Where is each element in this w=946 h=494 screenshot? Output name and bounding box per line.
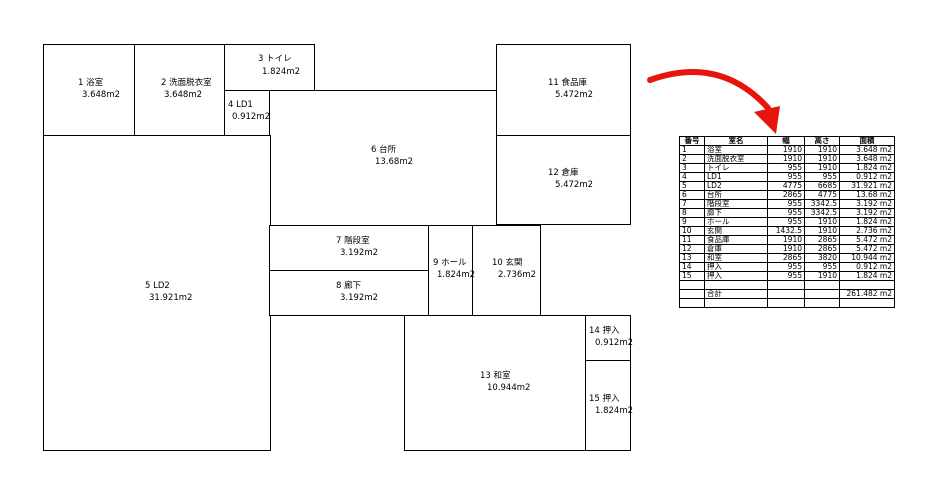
room-2 [134, 44, 225, 136]
cell-width: 955 [767, 271, 805, 281]
room-area-13: 10.944m2 [487, 383, 531, 393]
room-5 [43, 135, 271, 451]
room-area-15: 1.824m2 [595, 406, 634, 416]
room-area-9: 1.824m2 [437, 270, 476, 280]
room-label-11: 11 食品庫 [548, 78, 588, 88]
room-label-12: 12 倉庫 [548, 168, 579, 178]
room-area-10: 2.736m2 [498, 270, 537, 280]
room-area-4: 0.912m2 [232, 112, 271, 122]
room-label-8: 8 廊下 [336, 281, 362, 291]
room-label-1: 1 浴室 [78, 78, 104, 88]
cell-height: 1910 [804, 271, 840, 281]
room-label-15: 15 押入 [589, 394, 620, 404]
room-area-6: 13.68m2 [375, 157, 414, 167]
room-label-5: 5 LD2 [145, 281, 170, 291]
room-12 [496, 135, 631, 225]
curved-arrow-icon [647, 69, 780, 134]
arrow-head [754, 106, 780, 134]
room-8 [269, 270, 429, 316]
room-label-6: 6 台所 [371, 145, 397, 155]
room-area-2: 3.648m2 [164, 90, 203, 100]
room-11 [496, 44, 631, 136]
room-area-3: 1.824m2 [262, 67, 301, 77]
cell-room-name: 押入 [704, 271, 768, 281]
room-7 [269, 225, 429, 271]
cell-area: 1.824 m2 [839, 271, 895, 281]
room-13 [404, 315, 586, 451]
room-label-2: 2 洗面脱衣室 [161, 78, 212, 88]
room-label-10: 10 玄関 [492, 258, 523, 268]
table-row-total: 合計 261.482 m2 [679, 289, 895, 299]
room-area-1: 3.648m2 [82, 90, 121, 100]
room-area-12: 5.472m2 [555, 180, 594, 190]
room-area-5: 31.921m2 [149, 293, 193, 303]
arrow-shaft [647, 69, 771, 111]
room-10 [472, 225, 541, 316]
room-area-8: 3.192m2 [340, 293, 379, 303]
room-label-14: 14 押入 [589, 326, 620, 336]
room-label-9: 9 ホール [433, 258, 467, 268]
total-label: 合計 [704, 289, 768, 299]
table-row-empty [679, 298, 895, 308]
cell-number: 15 [679, 271, 705, 281]
room-6 [269, 90, 497, 226]
room-15 [585, 360, 631, 451]
room-label-7: 7 階段室 [336, 236, 370, 246]
room-label-13: 13 和室 [480, 371, 511, 381]
room-area-7: 3.192m2 [340, 248, 379, 258]
room-area-14: 0.912m2 [595, 338, 634, 348]
total-value: 261.482 m2 [839, 289, 895, 299]
room-label-3: 3 トイレ [258, 54, 292, 64]
room-1 [43, 44, 135, 136]
room-label-4: 4 LD1 [228, 100, 253, 110]
room-area-11: 5.472m2 [555, 90, 594, 100]
